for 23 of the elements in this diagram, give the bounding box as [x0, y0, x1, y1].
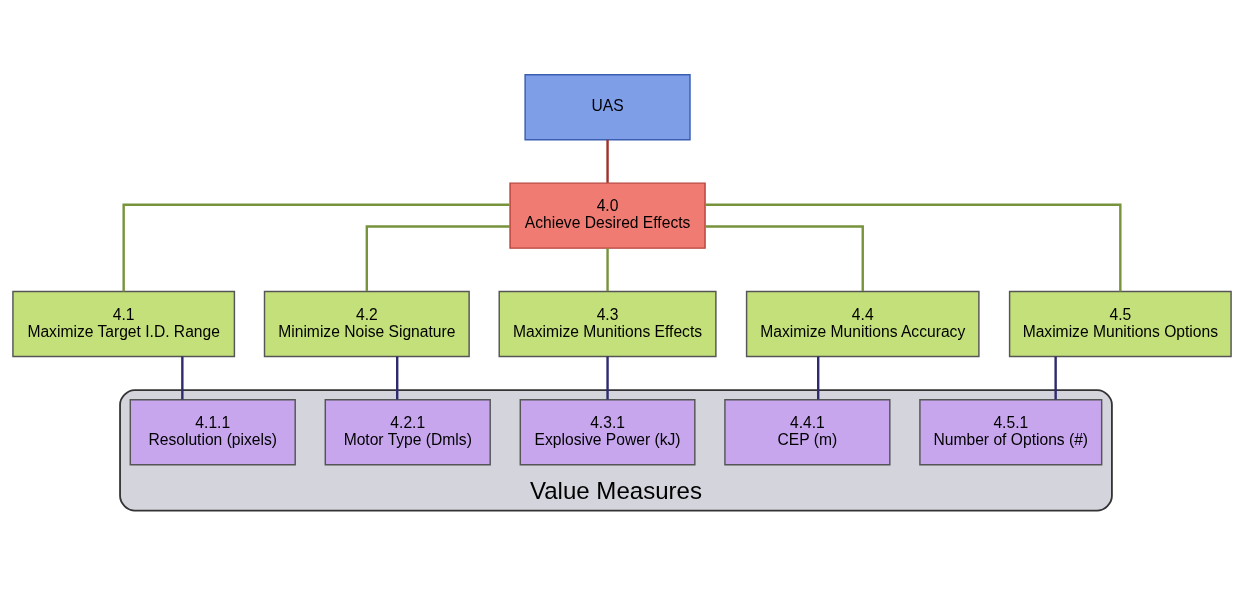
connector — [705, 203, 1122, 291]
connector — [1054, 356, 1057, 399]
connector — [396, 356, 399, 399]
node-box: 4.0 Achieve Desired Effects — [509, 181, 706, 249]
node-box: 4.1 Maximize Target I.D. Range — [12, 290, 236, 357]
node-box: 4.3.1 Explosive Power (kJ) — [519, 398, 696, 466]
node-box: 4.2.1 Motor Type (Dmls) — [324, 398, 491, 466]
connector — [705, 224, 864, 291]
node-box: 4.1.1 Resolution (pixels) — [129, 398, 296, 466]
node-box: 4.2 Minimize Noise Signature — [263, 290, 470, 357]
node-box: 4.3 Maximize Munitions Effects — [498, 290, 717, 357]
node-box: 4.5 Maximize Munitions Options — [1008, 290, 1232, 357]
node-box: 4.4.1 CEP (m) — [724, 398, 891, 466]
connector — [606, 247, 609, 291]
connector — [365, 224, 510, 291]
node-box: 4.4 Maximize Munitions Accuracy — [745, 290, 980, 357]
node-box: 4.5.1 Number of Options (#) — [919, 398, 1103, 466]
connector — [122, 203, 510, 291]
connector — [817, 356, 820, 399]
connector — [181, 356, 184, 399]
connector — [606, 356, 609, 399]
node-box: UAS — [524, 73, 691, 141]
connector — [606, 139, 609, 183]
